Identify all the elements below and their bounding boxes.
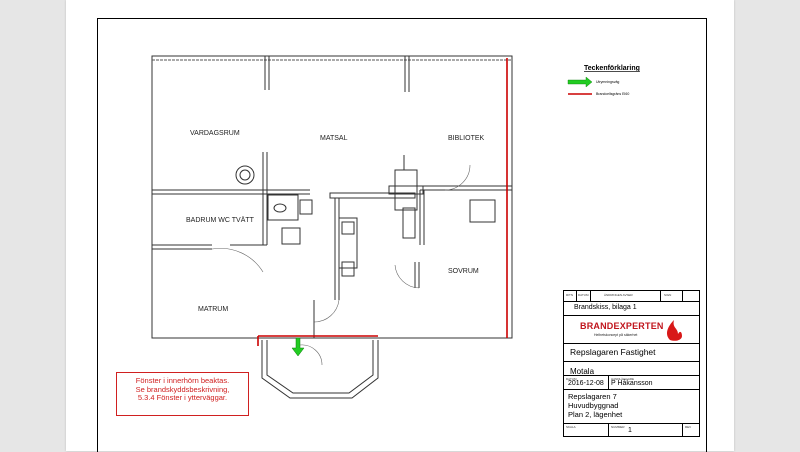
logo-subtext: Helhetskoncept på säkerhet (594, 333, 638, 337)
tb-location: Motala (570, 367, 595, 376)
tb-date: 2016-12-08 (568, 380, 604, 387)
tb-scale-label: SKALA (566, 425, 576, 429)
fire-boundary (257, 58, 508, 346)
note-line-3: 5.3.4 Fönster i ytterväggar. (137, 393, 228, 402)
tb-project: Repslagaren Fastighet (570, 347, 656, 357)
tb-document: Brandskiss, bilaga 1 (574, 304, 637, 311)
tb-header-sign: SIGN (664, 293, 672, 297)
tb-header-datum: DATUM (578, 293, 589, 297)
note-line-2: Se brandskyddsbeskrivning, (135, 384, 230, 394)
title-block: RITN DATUM ÄNDRINGEN AVSER SIGN Brandski… (563, 290, 700, 437)
flame-icon (667, 320, 682, 341)
tb-header-ritn: RITN (566, 293, 573, 297)
warning-note: Fönster i innerhörn beaktas. Se brandsky… (116, 372, 249, 416)
legend-item-boundary: Brandcellsgräns EI60 (596, 92, 629, 96)
tb-author: P Håkansson (611, 380, 653, 387)
logo-text: BRANDEXPERTEN (580, 321, 664, 331)
tb-number-label: NUMMER (611, 425, 625, 429)
tb-number: 1 (628, 427, 632, 434)
tb-desc-3: Plan 2, lägenhet (568, 410, 623, 419)
tb-logo: BRANDEXPERTEN Helhetskoncept på säkerhet (564, 315, 699, 343)
room-label-matrum: MATRUM (198, 306, 228, 313)
tb-desc-1: Repslagaren 7 (568, 392, 617, 401)
escape-route-arrow (291, 337, 305, 357)
tb-rev-label: REV (685, 425, 692, 429)
room-label-bibliotek: BIBLIOTEK (448, 135, 485, 142)
room-label-sovrum: SOVRUM (448, 268, 479, 275)
legend-item-escape: Utrymningsväg (596, 80, 619, 84)
tb-date-label: DATUM (566, 377, 577, 381)
outer-wall (151, 55, 513, 339)
room-label-badrum: BADRUM WC TVÄTT (186, 216, 255, 224)
drawing-frame (97, 18, 707, 452)
legend-title: Teckenförklaring (584, 65, 640, 72)
room-label-vardagsrum: VARDAGSRUM (190, 130, 240, 137)
tb-author-label: HANDLÄGGARE (611, 377, 635, 381)
tb-desc-2: Huvudbyggnad (568, 401, 619, 410)
tb-header-andring: ÄNDRINGEN AVSER (604, 293, 633, 297)
note-line-1: Fönster i innerhörn beaktas. (135, 376, 230, 385)
legend-escape-arrow-icon (567, 76, 593, 88)
room-label-matsal: MATSAL (320, 135, 348, 142)
